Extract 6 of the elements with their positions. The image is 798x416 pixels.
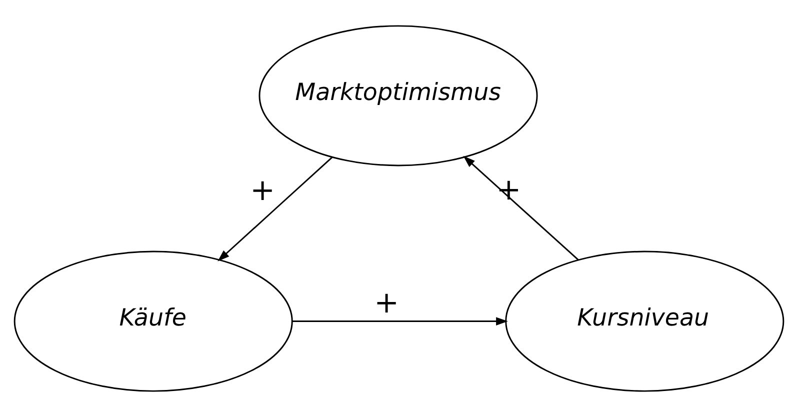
- arrow: [463, 155, 579, 260]
- arrow: [292, 316, 508, 325]
- node-ellipse: Kursniveau: [505, 250, 784, 392]
- edge-label: +: [250, 171, 276, 206]
- edge-label: +: [374, 284, 399, 319]
- arrow: [218, 156, 332, 261]
